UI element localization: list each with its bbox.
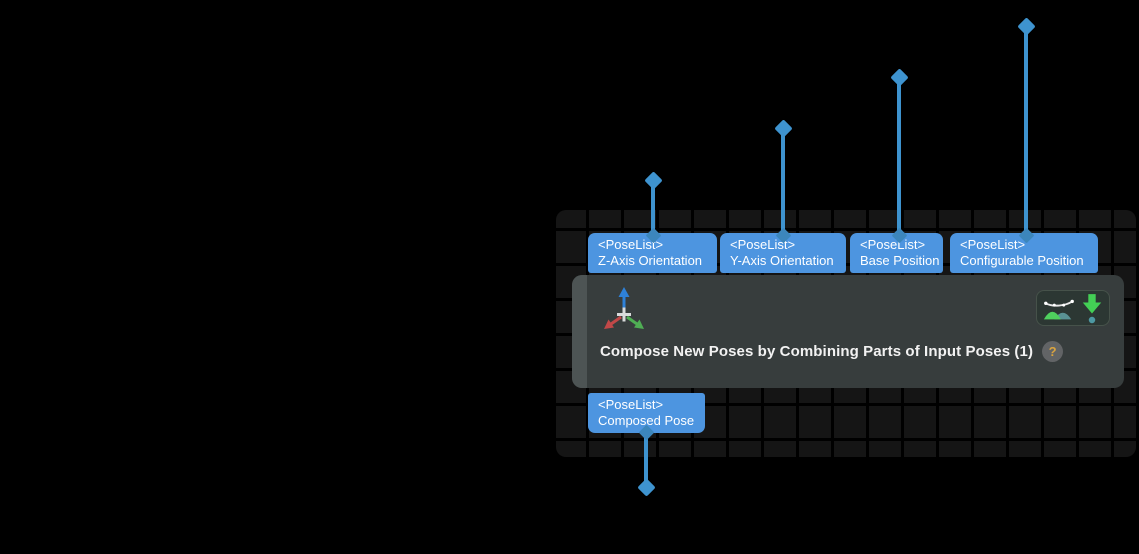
port-type-label: <PoseList> bbox=[860, 237, 926, 252]
port-name-label: Y-Axis Orientation bbox=[730, 253, 834, 268]
port-name-label: Base Position bbox=[860, 253, 940, 268]
pose-preview-icon[interactable] bbox=[1042, 293, 1076, 323]
compose-poses-node[interactable]: Compose New Poses by Combining Parts of … bbox=[572, 275, 1124, 388]
port-name-label: Z-Axis Orientation bbox=[598, 253, 703, 268]
output-download-icon[interactable] bbox=[1080, 291, 1104, 325]
wire-composed-pose[interactable] bbox=[644, 430, 648, 487]
wire-endpoint-z-axis[interactable] bbox=[643, 170, 663, 190]
help-icon[interactable]: ? bbox=[1042, 341, 1064, 362]
wire-endpoint-configurable-position[interactable] bbox=[1016, 16, 1036, 36]
wire-endpoint-composed-pose[interactable] bbox=[636, 477, 656, 497]
port-type-label: <PoseList> bbox=[598, 397, 664, 412]
node-status-icons bbox=[1036, 290, 1110, 326]
port-type-label: <PoseList> bbox=[730, 237, 796, 252]
input-port-y-axis-orientation[interactable]: <PoseList> Y-Axis Orientation bbox=[720, 233, 846, 273]
port-type-label: <PoseList> bbox=[598, 237, 664, 252]
wire-base-position[interactable] bbox=[897, 77, 901, 237]
wire-y-axis-orientation[interactable] bbox=[781, 128, 785, 237]
node-title: Compose New Poses by Combining Parts of … bbox=[600, 343, 1034, 360]
wire-configurable-position[interactable] bbox=[1024, 26, 1028, 237]
pose-axes-icon bbox=[604, 287, 644, 329]
wire-z-axis-orientation[interactable] bbox=[651, 180, 655, 237]
port-type-label: <PoseList> bbox=[960, 237, 1026, 252]
node-left-accent bbox=[572, 275, 587, 388]
input-port-z-axis-orientation[interactable]: <PoseList> Z-Axis Orientation bbox=[588, 233, 717, 273]
input-port-base-position[interactable]: <PoseList> Base Position bbox=[850, 233, 943, 273]
wire-endpoint-y-axis[interactable] bbox=[773, 118, 793, 138]
port-name-label: Composed Pose bbox=[598, 413, 695, 428]
port-name-label: Configurable Position bbox=[960, 253, 1084, 268]
wire-endpoint-base-position[interactable] bbox=[889, 67, 909, 87]
